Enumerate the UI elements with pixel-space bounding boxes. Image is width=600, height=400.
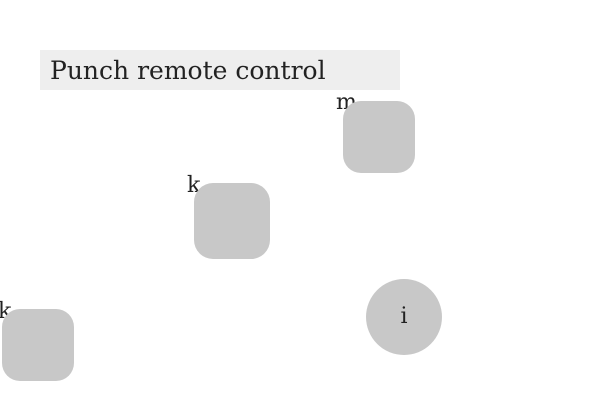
key-button-m[interactable]	[343, 101, 415, 173]
key-label-k-left: k	[0, 299, 12, 324]
key-button-k-left[interactable]	[2, 309, 74, 381]
page-title: Punch remote control	[50, 55, 326, 85]
key-label-i: i	[400, 304, 408, 329]
title-bar: Punch remote control	[40, 50, 400, 90]
key-button-k[interactable]	[194, 183, 270, 259]
key-button-i[interactable]: i	[366, 279, 442, 355]
